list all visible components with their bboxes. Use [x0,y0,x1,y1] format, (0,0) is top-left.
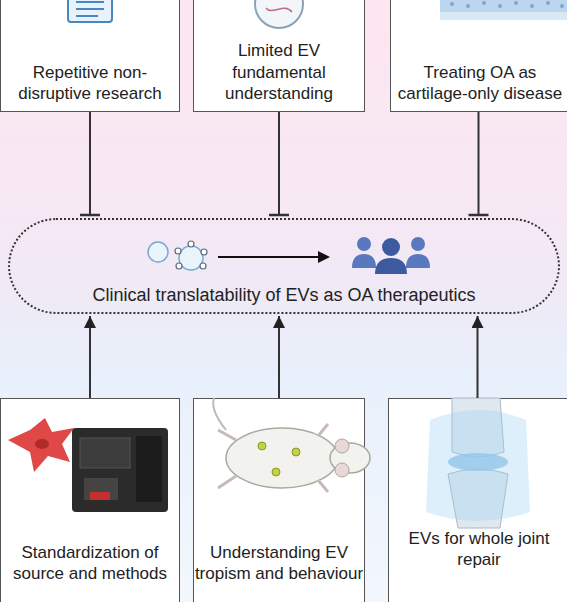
patients-icon [352,237,430,274]
promotion-arrow [278,316,280,398]
barrier-box: Treating OA as cartilage-only disease [390,0,567,112]
document-icon [68,0,112,22]
solution-box: Understanding EV tropism and behaviour [193,398,365,602]
box-label: Treating OA as cartilage-only disease [391,62,567,105]
inhibition-line [89,112,91,215]
solution-box: Standardization of source and methods [0,398,180,602]
knee-joint-icon [426,398,530,528]
instrument-icon [72,428,168,512]
box-label: Understanding EV tropism and behaviour [194,542,364,585]
cartilage-icon [440,0,567,20]
barrier-box: Limited EV fundamental understanding [193,0,365,112]
extracellular-vesicle-icon [148,241,207,270]
inhibition-line [478,112,480,215]
goal-pill: Clinical translatability of EVs as OA th… [8,218,560,314]
box-label: EVs for whole joint repair [389,528,567,571]
vesicle-icon [255,0,303,28]
translation-arrow [218,251,330,263]
promotion-arrow [477,316,479,398]
solution-box: EVs for whole joint repair [388,398,567,602]
box-label: Limited EV fundamental understanding [194,40,364,105]
box-label: Repetitive non-disruptive research [1,62,179,105]
cell-icon [8,418,74,472]
inhibition-line [278,112,280,215]
mouse-icon [213,398,370,492]
box-label: Standardization of source and methods [1,542,179,585]
barrier-box: Repetitive non-disruptive research [0,0,180,112]
goal-label: Clinical translatability of EVs as OA th… [92,284,475,307]
promotion-arrow [89,316,91,398]
